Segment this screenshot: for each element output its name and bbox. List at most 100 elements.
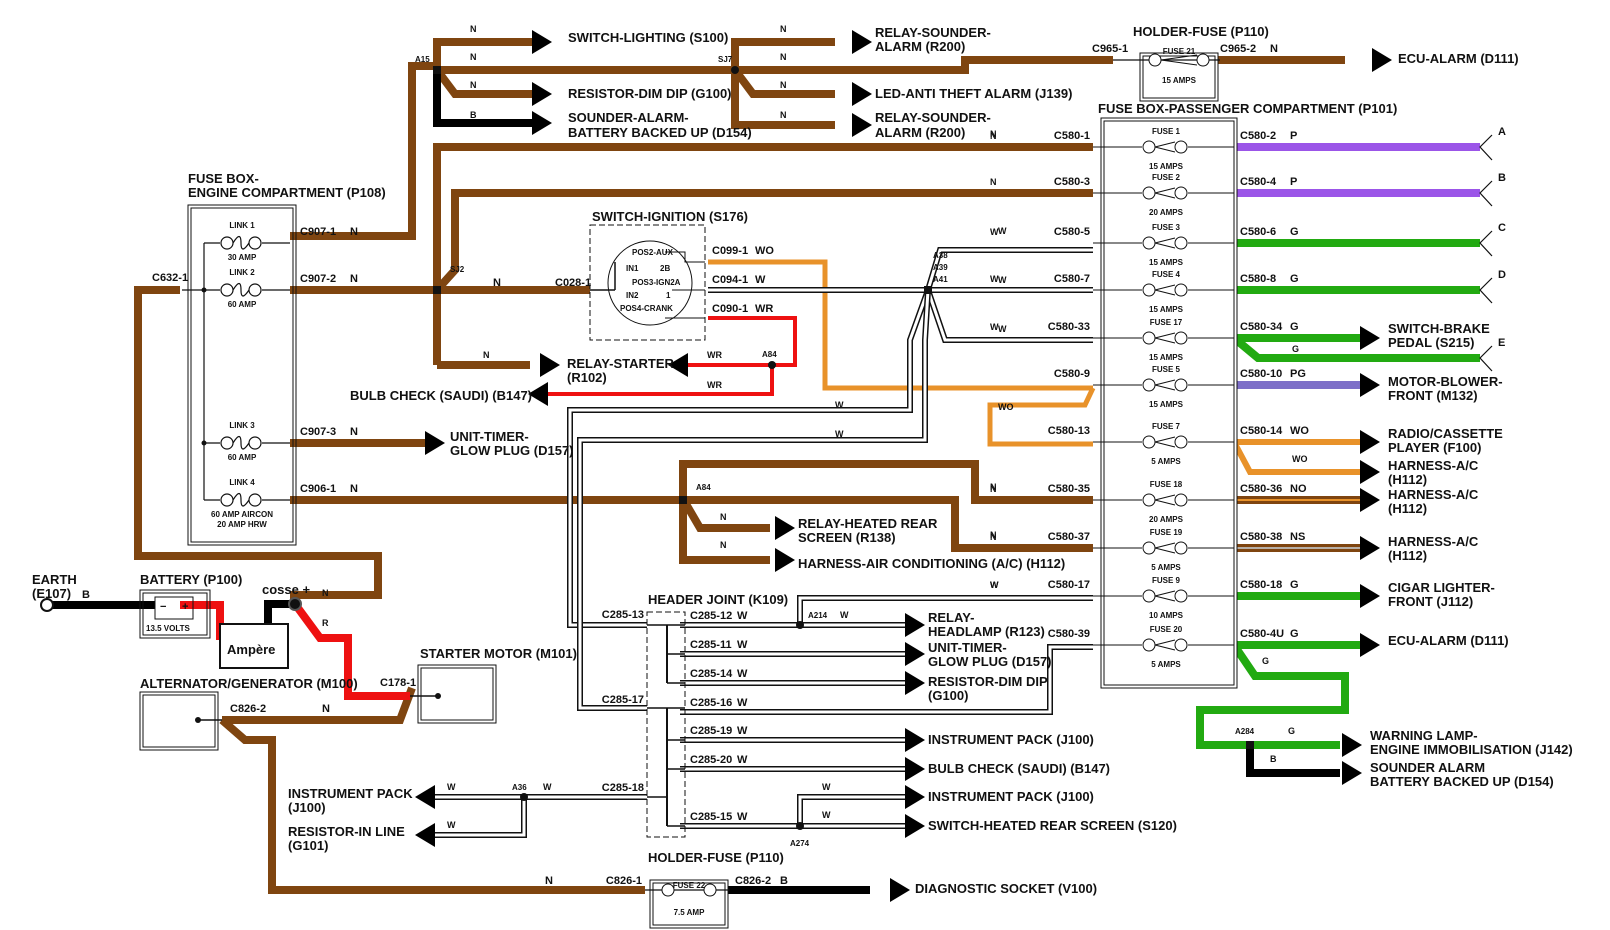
destination-label: UNIT-TIMER- bbox=[928, 640, 1007, 655]
ignition-switch bbox=[589, 224, 706, 341]
wire-code: W bbox=[737, 610, 748, 622]
wire-code: B bbox=[1270, 754, 1277, 764]
destination-label: INSTRUMENT PACK (J100) bbox=[928, 732, 1094, 747]
continuation-letter: D bbox=[1498, 269, 1506, 281]
fuse-element bbox=[1142, 638, 1156, 652]
fuse-element bbox=[1174, 435, 1188, 449]
battery-plus: + bbox=[182, 601, 188, 613]
connector-label: C826-2 bbox=[230, 703, 266, 715]
connector-label: C580-4 bbox=[1240, 176, 1277, 188]
wire-code: N bbox=[545, 875, 553, 887]
fuse-element bbox=[1174, 236, 1188, 250]
fuse-element bbox=[1142, 140, 1156, 154]
link-name: LINK 1 bbox=[229, 221, 255, 230]
starter-motor-box bbox=[410, 664, 497, 724]
arrow-sounder-right bbox=[1342, 761, 1362, 785]
wire-code: N bbox=[780, 110, 787, 120]
continuation-letter: A bbox=[1498, 126, 1506, 138]
wire-code: WO bbox=[1290, 425, 1309, 437]
arrow-bulb-check bbox=[528, 382, 548, 406]
earth-label: EARTH bbox=[32, 572, 77, 587]
connector-label: C028-1 bbox=[555, 277, 591, 289]
fuse-link bbox=[1154, 141, 1176, 153]
pin-label: POS2-AUX bbox=[632, 248, 674, 257]
battery-volts: 13.5 VOLTS bbox=[146, 624, 191, 633]
wire-code: P bbox=[1290, 130, 1297, 142]
fuse-rating: 5 AMPS bbox=[1151, 457, 1181, 466]
wire-code: W bbox=[840, 610, 849, 620]
connector-label: C907-3 bbox=[300, 426, 336, 438]
arrow-harness-ac-3 bbox=[1360, 536, 1380, 560]
fuse-element bbox=[1174, 283, 1188, 297]
connector-label: C580-5 bbox=[1054, 226, 1090, 238]
fuse-name: FUSE 17 bbox=[1150, 318, 1183, 327]
connector-label: C580-1 bbox=[1054, 130, 1090, 142]
wire-code: N bbox=[990, 530, 997, 540]
destination-label: SOUNDER ALARM bbox=[1370, 760, 1485, 775]
destination-label: LED-ANTI THEFT ALARM (J139) bbox=[875, 86, 1072, 101]
fuse-link bbox=[1154, 379, 1176, 391]
wire-wr-bulbcheck bbox=[540, 365, 774, 396]
fusebox-engine-title: ENGINE COMPARTMENT (P108) bbox=[188, 185, 386, 200]
connector-label: C285-13 bbox=[602, 609, 644, 621]
continuation-letter: B bbox=[1498, 172, 1506, 184]
wire-g-warning bbox=[1196, 642, 1349, 749]
wire-code: N bbox=[780, 80, 787, 90]
connector-label: C965-1 bbox=[1092, 43, 1128, 55]
splice-label: SJ7 bbox=[718, 55, 733, 64]
fuse-name: FUSE 20 bbox=[1150, 625, 1183, 634]
cosse-terminal bbox=[288, 597, 302, 611]
wire-code: N bbox=[470, 80, 477, 90]
fuse-rating: 15 AMPS bbox=[1162, 76, 1197, 85]
destination-label: ALARM (R200) bbox=[875, 39, 965, 54]
fusebox-engine bbox=[182, 204, 297, 546]
destination-label: SWITCH-LIGHTING (S100) bbox=[568, 30, 728, 45]
splice-label: A38 bbox=[933, 251, 948, 260]
fuse-name: FUSE 21 bbox=[1163, 47, 1196, 56]
destination-label: FRONT (J112) bbox=[1388, 594, 1473, 609]
wire-code: N bbox=[470, 52, 477, 62]
arrow-bulb-check-b bbox=[905, 757, 925, 781]
arrow-led bbox=[852, 82, 872, 106]
destination-label: DIAGNOSTIC SOCKET (V100) bbox=[915, 881, 1097, 896]
earth-label: (E107) bbox=[32, 586, 71, 601]
fuse-rating: 20 AMPS bbox=[1149, 208, 1184, 217]
arrow-unit-timer bbox=[425, 431, 445, 455]
wire-code: W bbox=[447, 782, 456, 792]
connector-label: C580-6 bbox=[1240, 226, 1276, 238]
fuse-rating: 10 AMPS bbox=[1149, 611, 1184, 620]
destination-label: GLOW PLUG (D157) bbox=[928, 654, 1052, 669]
fuse-element bbox=[1142, 589, 1156, 603]
destination-label: BATTERY BACKED UP (D154) bbox=[568, 125, 752, 140]
destination-label: SOUNDER-ALARM- bbox=[568, 110, 689, 125]
holder-fuse-title: HOLDER-FUSE (P110) bbox=[648, 850, 784, 865]
fuse-name: FUSE 2 bbox=[1152, 173, 1181, 182]
connector-label: C632-1 bbox=[152, 272, 188, 284]
wire-code: NO bbox=[1290, 483, 1307, 495]
connector-label: C580-18 bbox=[1240, 579, 1282, 591]
connector-label: C090-1 bbox=[712, 303, 748, 315]
alternator-box bbox=[139, 691, 222, 751]
fuse-link bbox=[1154, 436, 1176, 448]
fuse-rating: 5 AMPS bbox=[1151, 660, 1181, 669]
fuse-rating: 15 AMPS bbox=[1149, 400, 1184, 409]
link-name: LINK 3 bbox=[229, 421, 255, 430]
wire-code: N bbox=[493, 277, 501, 289]
arrow-switch-brake bbox=[1360, 326, 1380, 350]
holder-fuse-title: HOLDER-FUSE (P110) bbox=[1133, 24, 1269, 39]
splice-label: A39 bbox=[933, 263, 948, 272]
wire-n-led bbox=[734, 71, 835, 98]
fuse-element bbox=[1142, 541, 1156, 555]
wire-code: N bbox=[990, 131, 997, 141]
fuse-name: FUSE 1 bbox=[1152, 127, 1181, 136]
wire-code: G bbox=[1262, 656, 1269, 666]
connector-label: C285-11 bbox=[690, 639, 732, 651]
holder-fuse-bottom bbox=[645, 879, 730, 929]
destination-label: INSTRUMENT PACK (J100) bbox=[928, 789, 1094, 804]
connector-label: C285-18 bbox=[602, 782, 644, 794]
destination-label: BATTERY BACKED UP (D154) bbox=[1370, 774, 1554, 789]
wire-n-alternator-fuse22 bbox=[219, 716, 645, 894]
battery-box bbox=[139, 589, 211, 639]
fuse-link bbox=[1154, 590, 1176, 602]
